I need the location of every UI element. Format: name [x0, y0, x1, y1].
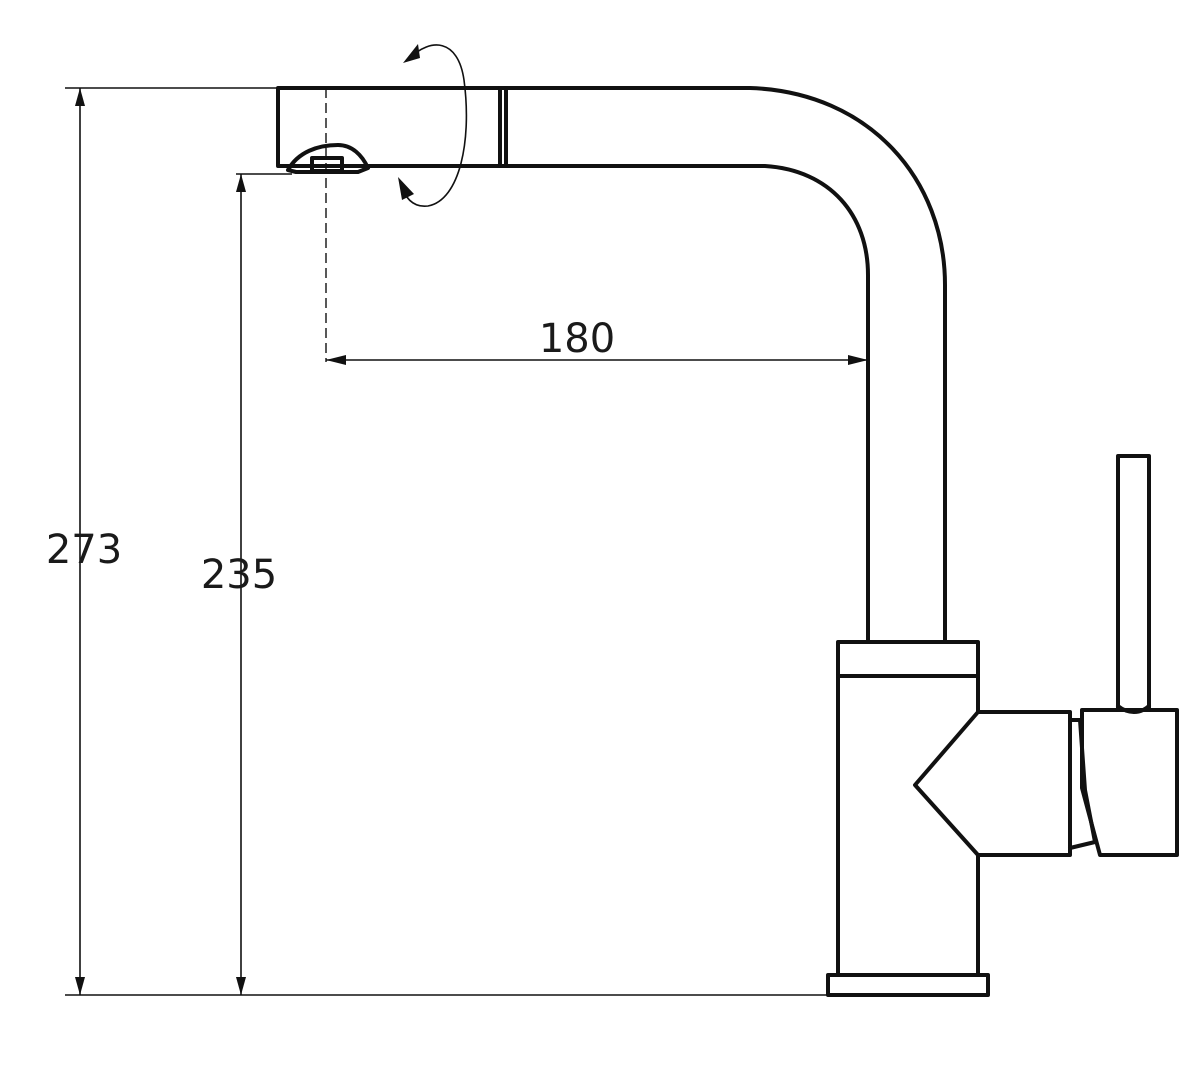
base-plate: [826, 973, 990, 997]
spout-pipe-outer: [498, 86, 947, 644]
dimension-total-height: 273: [46, 87, 828, 996]
handle-block: [1080, 708, 1179, 857]
faucet-outline: [276, 86, 1179, 997]
dimension-spout-reach: 180: [326, 316, 868, 365]
rotation-arrow-icon: [398, 44, 468, 207]
handle-connector: [976, 710, 1072, 857]
body-column: [836, 674, 980, 977]
body-collar: [836, 640, 980, 678]
spout-height-label: 235: [201, 552, 277, 598]
aerator: [286, 143, 370, 174]
spout-pipe-inner: [498, 164, 870, 644]
lever: [1116, 454, 1151, 712]
dimension-spout-height: 235: [201, 173, 292, 995]
spout-reach-label: 180: [539, 316, 615, 362]
handle-neck: [1068, 718, 1097, 850]
total-height-label: 273: [46, 527, 122, 573]
